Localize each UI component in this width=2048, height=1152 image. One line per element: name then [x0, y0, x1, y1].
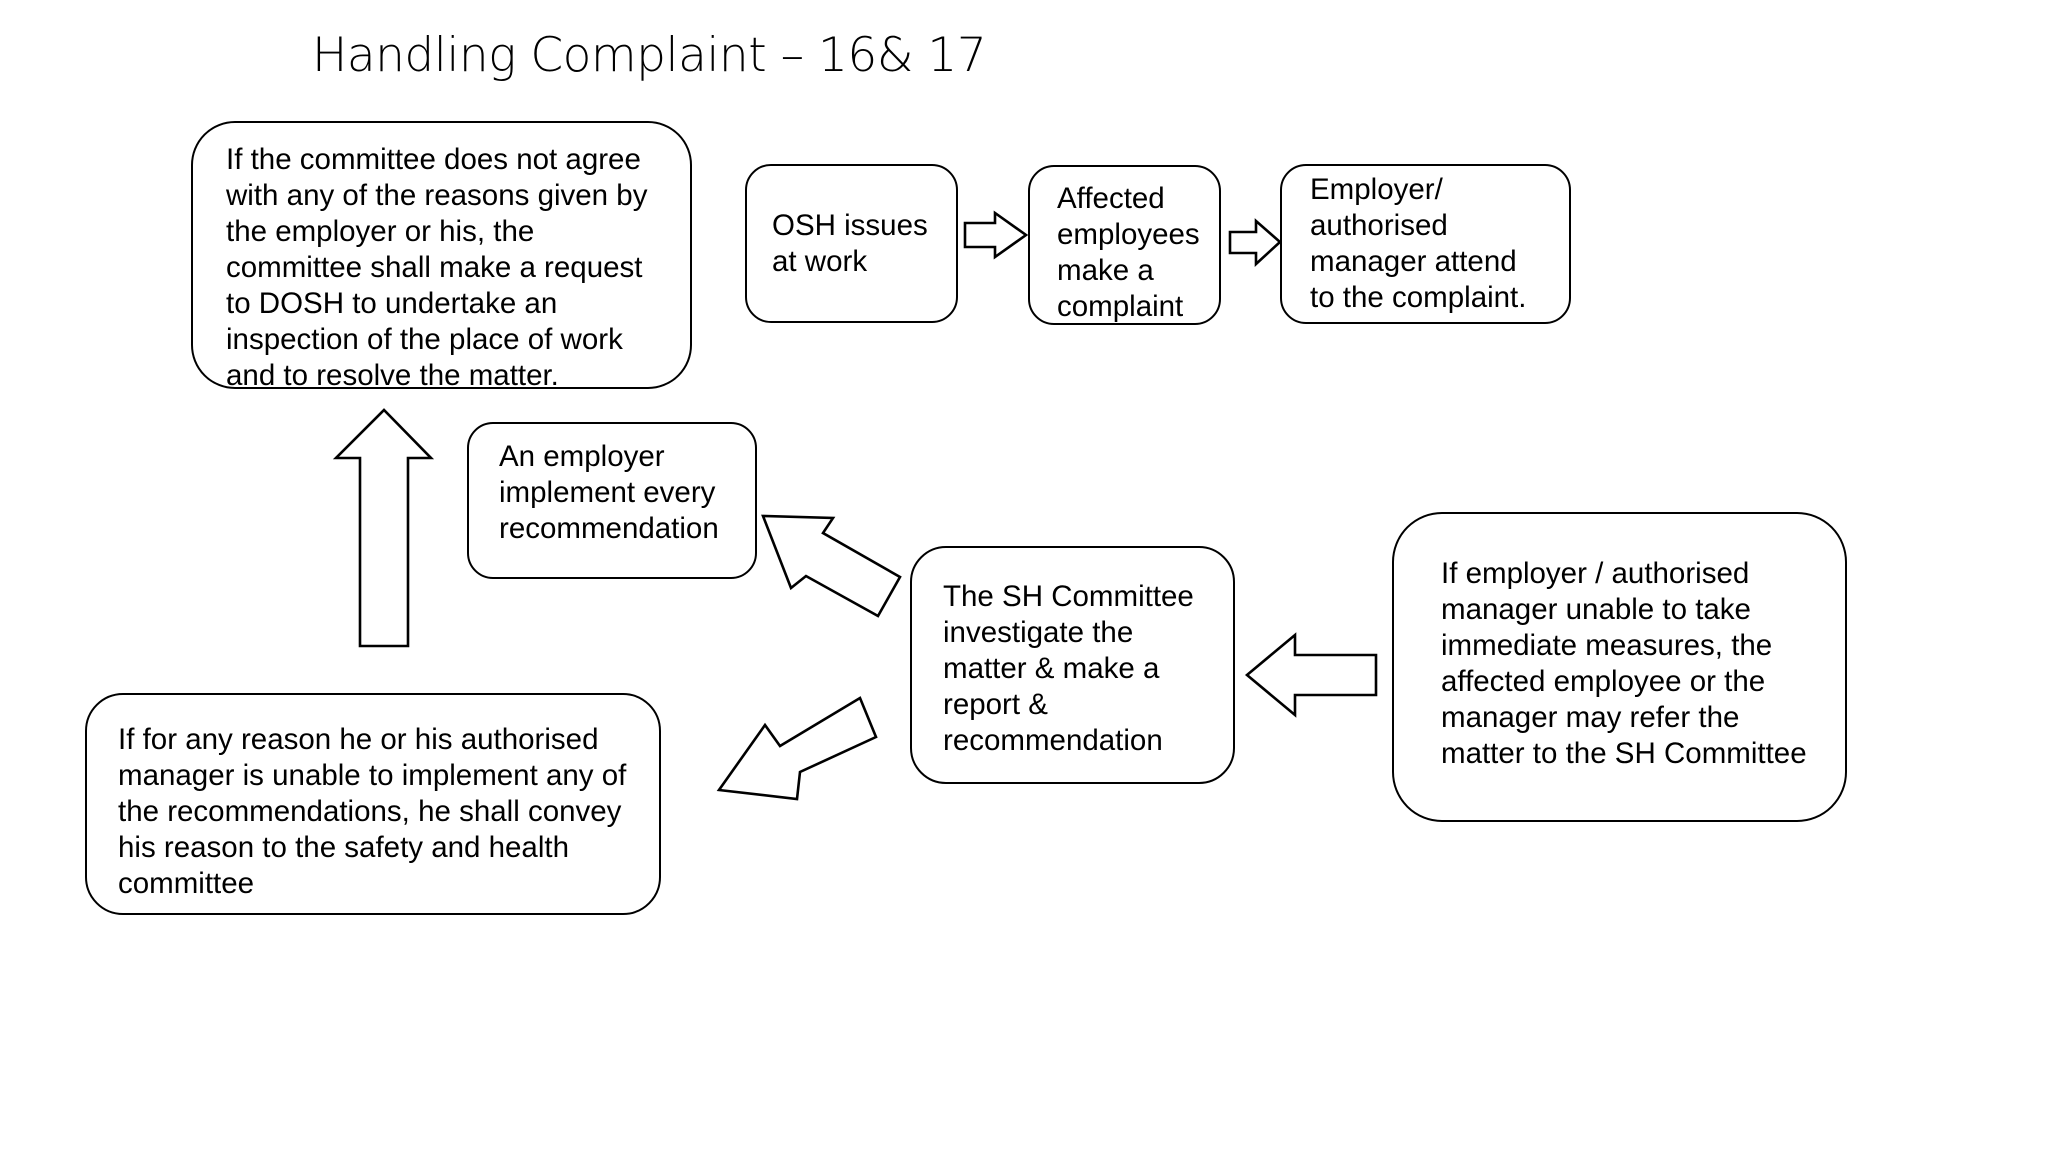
arrow-up-disagree — [332, 408, 435, 648]
box-affected-employees-text: Affected employees make a complaint — [1057, 182, 1200, 323]
page-title: Handling Complaint – 16& 17 — [312, 28, 987, 83]
box-committee-disagree-text: If the committee does not agree with any… — [226, 143, 648, 389]
box-committee-investigate: The SH Committee investigate the matter … — [910, 546, 1235, 784]
box-employer-implement: An employer implement every recommendati… — [467, 422, 757, 579]
arrow-right-1 — [963, 210, 1029, 260]
arrow-up-left-implement — [761, 514, 902, 618]
box-refer-committee-text: If employer / authorised manager unable … — [1441, 557, 1807, 770]
arrow-down-left-unable — [716, 696, 878, 801]
box-unable-to-implement: If for any reason he or his authorised m… — [85, 693, 661, 915]
box-osh-issues: OSH issues at work — [745, 164, 958, 323]
arrow-left-committee — [1244, 632, 1378, 718]
box-employer-implement-text: An employer implement every recommendati… — [499, 440, 719, 545]
box-employer-attend-text: Employer/ authorised manager attend to t… — [1310, 173, 1527, 314]
box-employer-attend: Employer/ authorised manager attend to t… — [1280, 164, 1571, 324]
box-refer-committee: If employer / authorised manager unable … — [1392, 512, 1847, 822]
arrow-right-2 — [1228, 218, 1282, 267]
box-affected-employees: Affected employees make a complaint — [1028, 165, 1221, 325]
box-osh-issues-text: OSH issues at work — [772, 209, 928, 278]
box-committee-disagree: If the committee does not agree with any… — [191, 121, 692, 389]
box-unable-to-implement-text: If for any reason he or his authorised m… — [118, 723, 627, 900]
box-committee-investigate-text: The SH Committee investigate the matter … — [943, 580, 1194, 757]
